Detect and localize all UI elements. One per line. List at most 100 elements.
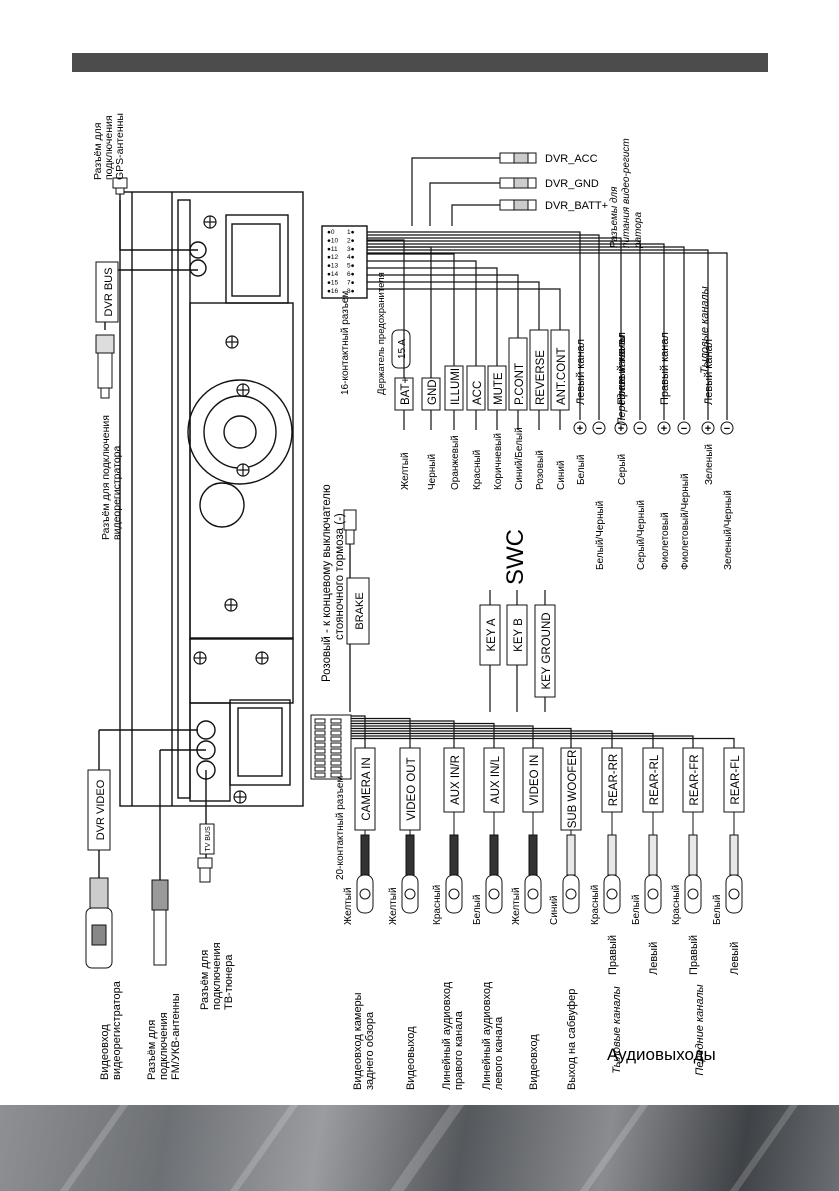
plus-icon <box>614 421 628 435</box>
wire-color-label: Синий <box>556 460 567 490</box>
wire-tag-label: P.CONT <box>514 363 526 405</box>
rca-cable-icon <box>528 834 538 876</box>
wire-tag: BAT+ <box>394 376 414 411</box>
pin <box>330 742 342 748</box>
speaker-channel-label: Правый канал <box>659 332 671 405</box>
polarity-sign: + <box>705 423 711 435</box>
polarity-sign: − <box>724 423 730 435</box>
wire-tag: REVERSE <box>529 329 549 411</box>
audio-outputs-title: Аудиовыходы <box>607 1045 716 1064</box>
dvr-bus-tag: DVR BUS <box>95 261 119 323</box>
tv-plug-icon <box>197 857 213 883</box>
pin-label: 6● <box>347 271 355 278</box>
pin-label: ●12 <box>327 254 339 261</box>
group-rear-label: Тыловые каналы <box>699 286 711 373</box>
wire-tag: MUTE <box>487 365 507 411</box>
pin <box>314 754 326 760</box>
dvr-power-plug <box>499 199 537 211</box>
speaker-color-label: Зеленый <box>704 444 715 485</box>
rca-output-label: VIDEO OUT <box>406 757 418 820</box>
dvr-video-label: DVR VIDEO <box>95 779 107 840</box>
wire-tag: ILLUMI <box>444 365 464 411</box>
rca-cable-icon <box>449 834 459 876</box>
pin-label: 5● <box>347 263 355 270</box>
rca-color-label: Желтый <box>343 887 354 925</box>
wire-tag-label: ANT.CONT <box>556 348 568 406</box>
rca-output-label: REAR-FR <box>689 754 701 805</box>
plus-icon <box>701 421 715 435</box>
speaker-color-label: Фиолетовый <box>660 512 671 570</box>
fuse-holder: 15 A <box>391 329 411 369</box>
wire-color-label: Коричневый <box>493 433 504 490</box>
fuse-label: 15 A <box>397 339 408 359</box>
brake-caption-1: Розовый - к концевому выключателю <box>321 484 333 682</box>
wire-tag-label: BAT+ <box>400 376 412 405</box>
gps-plug-icon <box>112 177 128 195</box>
rca-cable-icon <box>360 834 370 876</box>
pin-label: 8● <box>347 288 355 295</box>
polarity-sign: − <box>681 423 687 435</box>
rca-desc-label: Видеовыход <box>405 1026 417 1090</box>
swc-key-tag: KEY A <box>479 604 501 666</box>
wire-tag-label: GND <box>427 379 439 405</box>
dvr-power-plug <box>499 177 537 189</box>
rca-color-label: Желтый <box>511 887 522 925</box>
dvr-power-label: DVR_BATT+ <box>545 200 608 212</box>
minus-icon <box>592 421 606 435</box>
pin <box>330 736 342 742</box>
rca-output-label: REAR-RL <box>649 754 661 805</box>
plus-icon <box>657 421 671 435</box>
rca-cable-icon <box>729 834 739 876</box>
rca-output-label: CAMERA IN <box>361 757 373 820</box>
pin <box>330 730 342 736</box>
antenna-cables <box>98 200 207 880</box>
gps-caption: Разъём дляподключенияGPS-антенны <box>92 113 126 180</box>
fuse-caption: Держатель предохранителя <box>376 272 387 395</box>
pin-label: 2● <box>347 237 355 244</box>
swc-key-tag: KEY GROUND <box>534 604 556 698</box>
polarity-sign: + <box>577 423 583 435</box>
connector-20 <box>310 714 352 780</box>
header-bar <box>72 53 768 72</box>
pin <box>314 718 326 724</box>
pin-label: ●0 <box>327 229 335 236</box>
rca-cable-icon <box>688 834 698 876</box>
pin <box>314 766 326 772</box>
plus-icon <box>573 421 587 435</box>
rca-cable-icon <box>405 834 415 876</box>
rca-output-label: AUX IN/L <box>490 755 502 804</box>
wire-tag-label: MUTE <box>493 372 505 405</box>
footer-band <box>0 1105 839 1191</box>
speaker-channel-label: Левый канал <box>575 339 587 405</box>
rca-color-label: Белый <box>631 895 642 925</box>
pin-label: ●13 <box>327 263 339 270</box>
rca-color-label: Красный <box>590 885 601 925</box>
brake-wire: BRAKE <box>343 509 370 712</box>
wire-color-label: Красный <box>472 450 483 490</box>
minus-icon <box>677 421 691 435</box>
pin-label: ●16 <box>327 288 339 295</box>
connector-20-caption: 20-контактный разъем <box>335 776 346 880</box>
speaker-color-label: Серый <box>617 454 628 485</box>
pin <box>330 772 342 778</box>
rca-color-label: Белый <box>472 895 483 925</box>
pin <box>314 724 326 730</box>
dvr-power-plug <box>499 152 537 164</box>
pin-label: 7● <box>347 279 355 286</box>
pin <box>314 772 326 778</box>
minus-icon <box>633 421 647 435</box>
pin-label: 1● <box>347 229 355 236</box>
pin <box>330 760 342 766</box>
pin-label: 3● <box>347 246 355 253</box>
pin <box>314 730 326 736</box>
rca-desc-label: Правый <box>688 935 700 975</box>
wire-color-label: Оранжевый <box>450 435 461 490</box>
dvr-connect-caption: Разъём для подключениявидеорегистратора <box>100 415 123 540</box>
pin <box>330 766 342 772</box>
